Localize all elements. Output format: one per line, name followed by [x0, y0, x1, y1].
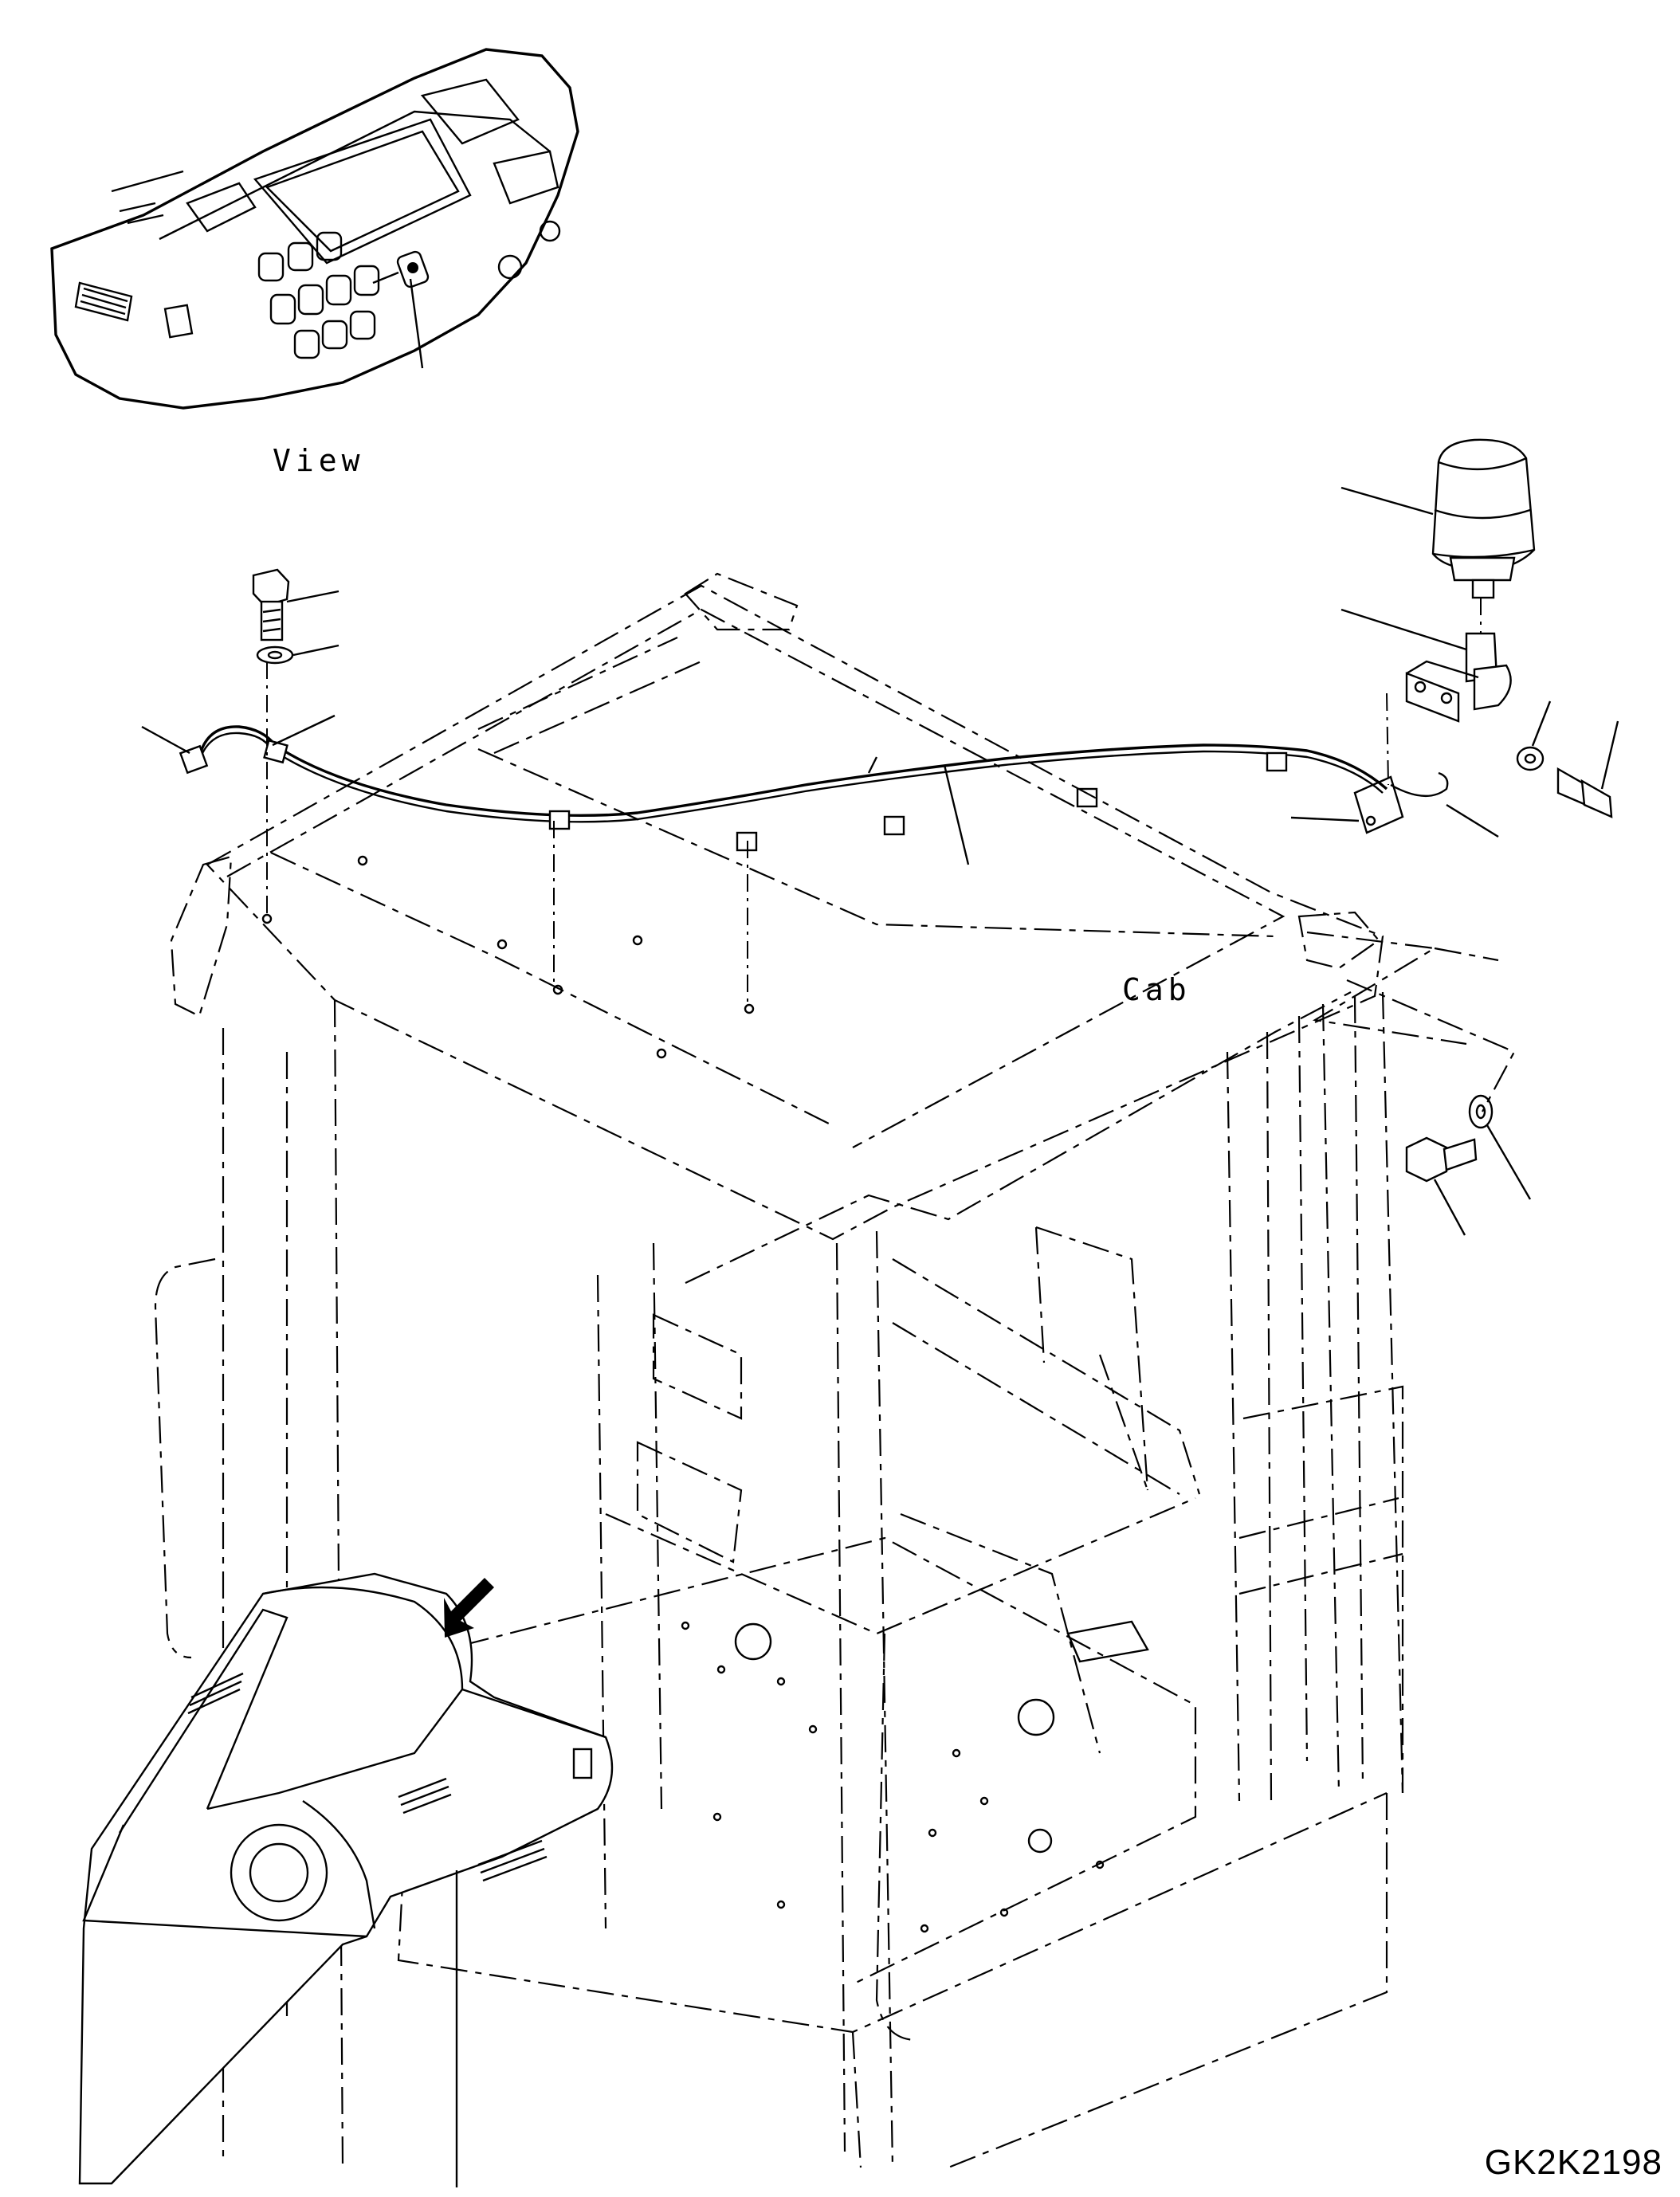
beacon-switch-icon	[372, 250, 430, 369]
cab-frame-outline	[154, 991, 1404, 2169]
dashboard-detail-view	[50, 48, 579, 410]
drawing-code: GK2K2198	[1484, 2143, 1662, 2182]
hex-bolt-icon	[1556, 720, 1619, 818]
beacon-harness-bracket	[1290, 692, 1499, 838]
detail-view-label: View	[273, 443, 365, 478]
dashboard-switch-keys	[257, 231, 380, 359]
cab-roof-outline	[170, 572, 1499, 1284]
dashboard-vent-grille	[74, 281, 194, 339]
cab-washer	[1468, 1094, 1532, 1200]
roof-bolt	[252, 568, 340, 641]
washer-icon	[1516, 700, 1552, 771]
harness-clip-icon	[263, 714, 1288, 852]
cab-bolt	[1405, 1136, 1478, 1236]
cab-label: Cab	[1122, 972, 1191, 1007]
rotating-beacon-icon	[1340, 438, 1536, 599]
beacon-mount-bracket	[1340, 598, 1512, 723]
view-direction-arrow-icon	[444, 1578, 494, 1638]
cab-dashboard	[78, 1572, 614, 2187]
roof-washer	[256, 644, 340, 665]
